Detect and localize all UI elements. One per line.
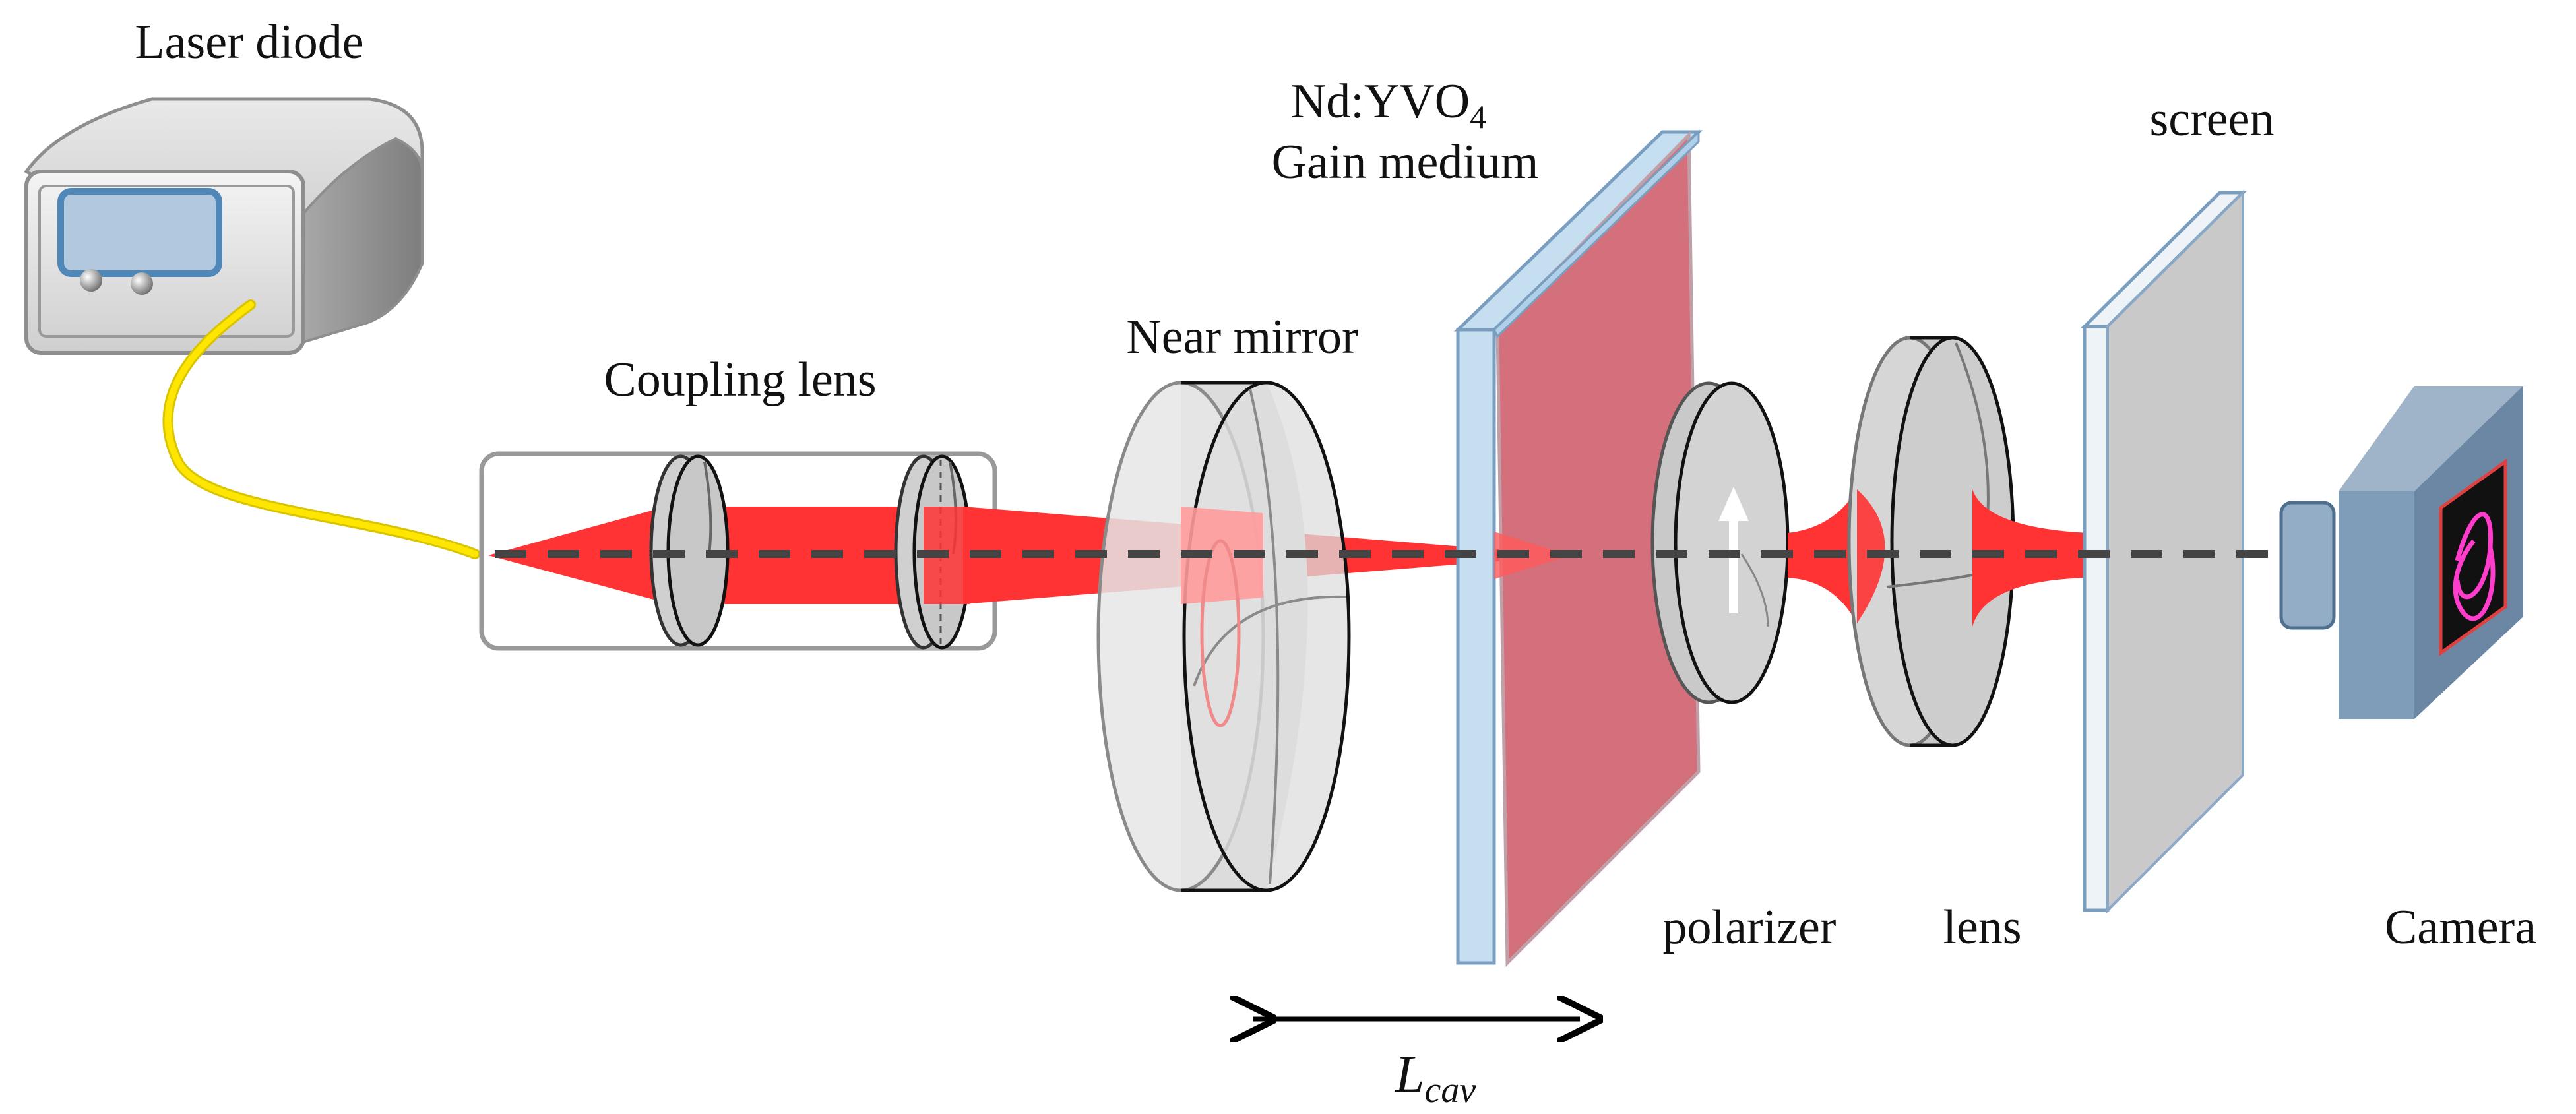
label-cavity-symbol: L (1395, 1045, 1425, 1103)
laser-diode-display (57, 188, 222, 277)
gain-medium-glass-edge (1456, 328, 1496, 965)
camera-top (2339, 386, 2523, 491)
beam-collimated (681, 507, 924, 604)
label-cavity-subscript: cav (1425, 1070, 1476, 1111)
label-lens: lens (1943, 900, 2021, 954)
label-gain-medium: Gain medium (1272, 135, 1539, 189)
camera-front (2339, 491, 2414, 719)
near-mirror (1096, 381, 1351, 892)
label-cavity-length: Lcav (1395, 1045, 1476, 1111)
camera-lens (2279, 501, 2336, 630)
label-camera: Camera (2385, 900, 2536, 954)
coupling-lens-assembly (479, 451, 997, 651)
label-near-mirror: Near mirror (1126, 310, 1358, 364)
label-gain-medium-subscript: 4 (1470, 98, 1486, 135)
label-polarizer: polarizer (1663, 900, 1837, 954)
laser-diode-knob (80, 269, 102, 292)
gain-medium-crystal (1495, 131, 1701, 967)
label-gain-medium-material: Nd:YVO4 (1291, 75, 1486, 135)
beam-divergent (488, 503, 681, 607)
camera (2279, 386, 2523, 719)
gain-medium (1453, 129, 1703, 967)
label-laser-diode: Laser diode (135, 15, 363, 69)
laser-diode (24, 97, 424, 355)
laser-diode-side (299, 137, 424, 345)
screen (2080, 189, 2247, 913)
label-gain-medium-prefix: Nd:YVO (1291, 75, 1470, 129)
label-coupling-lens: Coupling lens (604, 353, 876, 407)
near-mirror-front (1182, 381, 1351, 892)
laser-diode-knob (131, 272, 153, 295)
polarizer (1650, 381, 1790, 704)
imaging-lens (1847, 336, 2015, 747)
label-screen: screen (2150, 92, 2275, 146)
